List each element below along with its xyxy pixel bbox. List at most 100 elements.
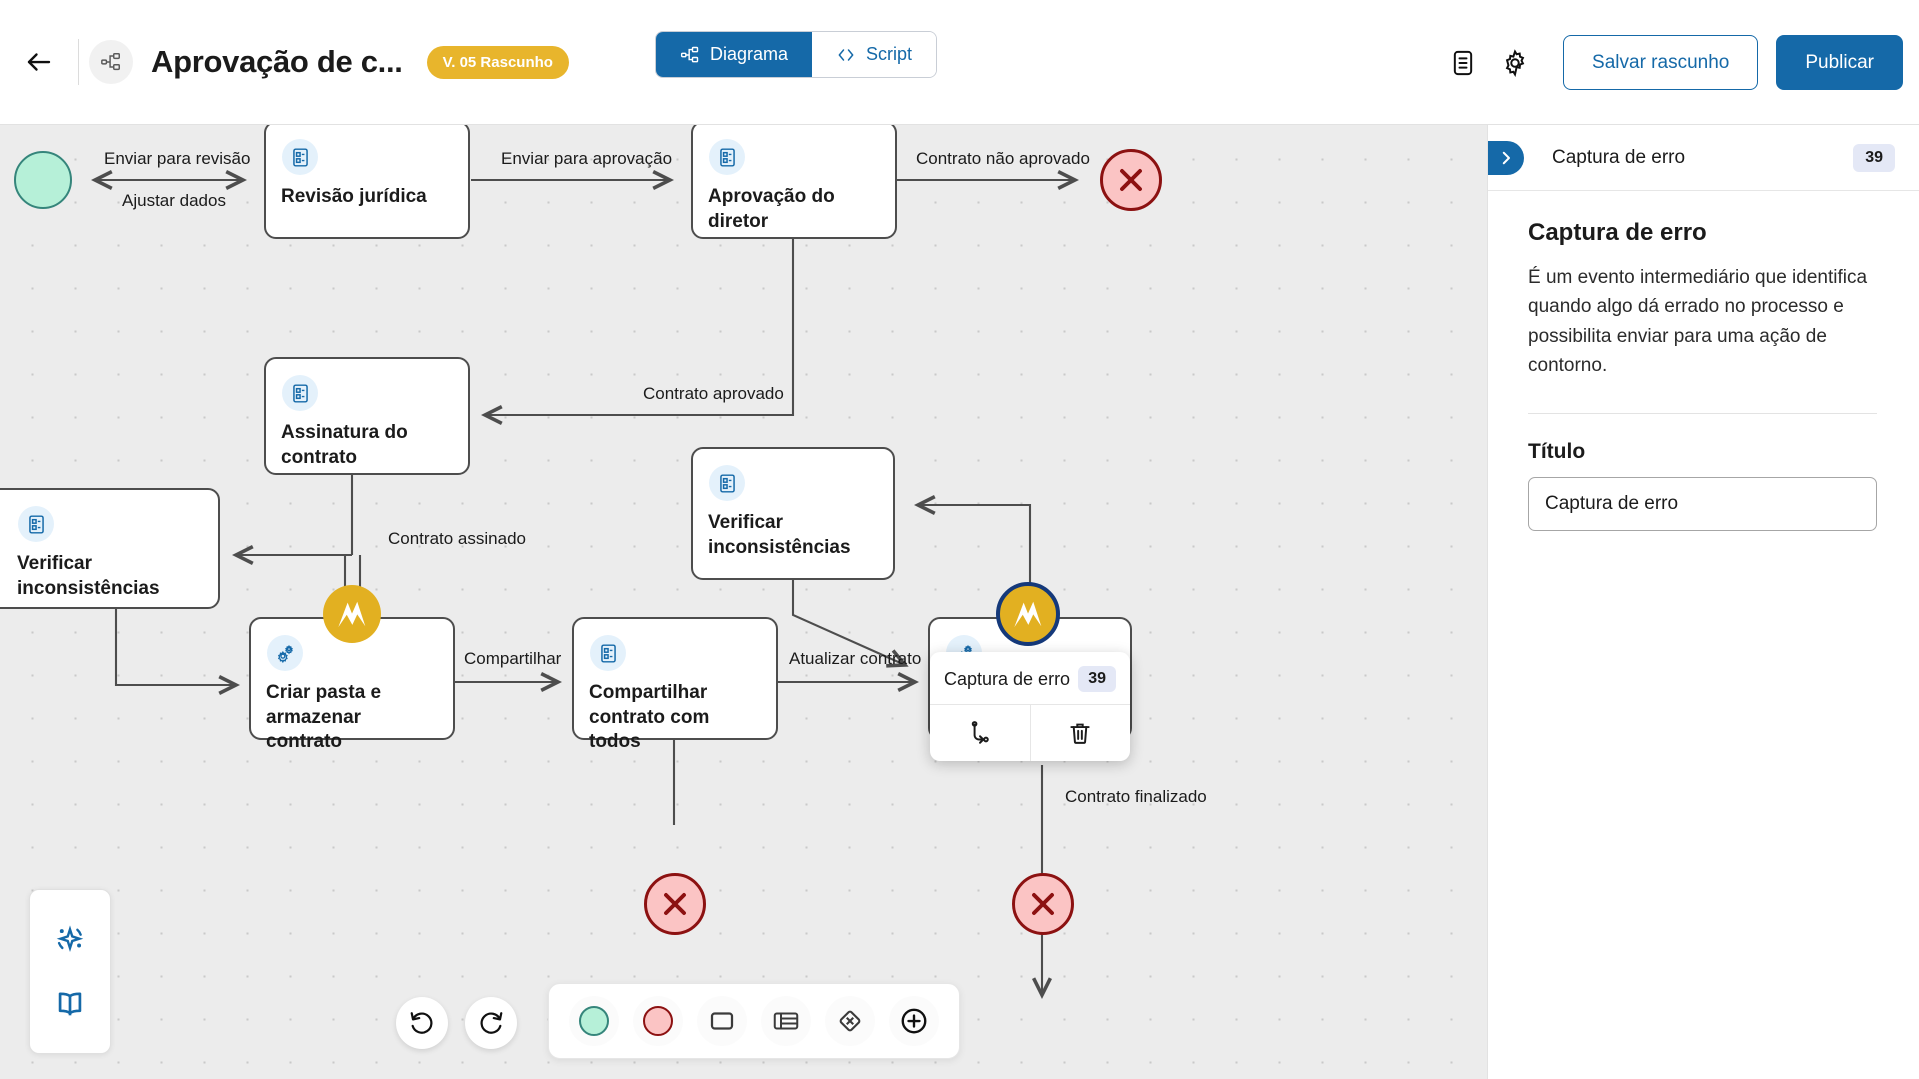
- gear-icon: [1505, 48, 1525, 77]
- app-header: Aprovação de c... V. 05 Rascunho Diagram…: [0, 0, 1919, 125]
- edge-label-enviar-aprovacao: Enviar para aprovação: [501, 149, 673, 168]
- edge-label-compartilhar: Compartilhar: [464, 649, 562, 668]
- lane-icon: [773, 1012, 799, 1030]
- task-label: Verificar inconsistências: [17, 553, 160, 599]
- sidebar-description: É um evento intermediário que identifica…: [1528, 267, 1868, 377]
- publish-button[interactable]: Publicar: [1776, 35, 1903, 90]
- node-context-menu[interactable]: Captura de erro 39: [930, 652, 1130, 761]
- start-event-node[interactable]: [14, 151, 72, 209]
- settings-button[interactable]: [1489, 37, 1541, 89]
- tab-diagrama[interactable]: Diagrama: [656, 32, 813, 77]
- error-event-node-2-selected[interactable]: [996, 582, 1060, 646]
- form-icon: [292, 147, 308, 167]
- document-icon: [1453, 50, 1473, 75]
- properties-sidebar: Captura de erro 39 Captura de erro É um …: [1487, 125, 1919, 1079]
- tab-diagrama-label: Diagrama: [710, 44, 789, 64]
- form-icon-wrap: [590, 635, 626, 671]
- context-menu-title: Captura de erro: [944, 668, 1071, 689]
- document-button[interactable]: [1437, 37, 1489, 89]
- task-label: Verificar inconsistências: [708, 512, 851, 558]
- task-node-verificar-esquerda[interactable]: Verificar inconsistências: [0, 488, 220, 609]
- task-label: Aprovação do diretor: [708, 186, 835, 232]
- palette-gateway-button[interactable]: [825, 996, 875, 1046]
- task-node-aprovacao-diretor[interactable]: Aprovação do diretor: [691, 125, 897, 239]
- palette-add-button[interactable]: [889, 996, 939, 1046]
- context-menu-actions: [930, 705, 1130, 761]
- form-icon: [719, 473, 735, 493]
- palette-task-button[interactable]: [697, 996, 747, 1046]
- gears-icon: [277, 644, 293, 663]
- header-actions: Salvar rascunho Publicar: [1437, 0, 1903, 125]
- canvas-left-panel: [29, 889, 111, 1054]
- book-icon: [58, 992, 82, 1016]
- chevron-right-icon: [1502, 151, 1510, 164]
- sidebar-header: Captura de erro 39: [1488, 125, 1919, 191]
- edge-label-contrato-finalizado: Contrato finalizado: [1065, 787, 1207, 806]
- form-icon: [600, 643, 616, 663]
- context-menu-header: Captura de erro 39: [930, 652, 1130, 705]
- branch-action-button[interactable]: [930, 705, 1030, 761]
- sitemap-icon: [680, 46, 699, 62]
- task-rect-icon: [710, 1012, 734, 1030]
- palette-end-event-button[interactable]: [633, 996, 683, 1046]
- back-button[interactable]: [10, 33, 68, 91]
- task-node-assinatura[interactable]: Assinatura do contrato: [264, 357, 470, 475]
- save-draft-button[interactable]: Salvar rascunho: [1563, 35, 1759, 90]
- form-icon: [28, 514, 44, 534]
- form-icon-wrap: [282, 139, 318, 175]
- sidebar-divider: [1528, 412, 1877, 414]
- gateway-x-icon: [839, 1010, 861, 1032]
- end-event-node-bottom-left[interactable]: [644, 873, 706, 935]
- form-icon-wrap: [709, 139, 745, 175]
- edge-label-ajustar-dados: Ajustar dados: [122, 191, 226, 210]
- process-avatar: [89, 40, 133, 84]
- task-label: Compartilhar contrato com todos: [589, 682, 710, 753]
- tab-script[interactable]: Script: [812, 32, 937, 77]
- undo-icon: [410, 1012, 433, 1034]
- error-event-node-1[interactable]: [323, 585, 381, 643]
- redo-button[interactable]: [465, 997, 517, 1049]
- close-icon: [1120, 169, 1142, 191]
- form-icon: [719, 147, 735, 167]
- diagram-edges: [91, 170, 1079, 999]
- edge-label-atualizar-contrato: Atualizar contrato: [789, 649, 922, 668]
- palette-lane-button[interactable]: [761, 996, 811, 1046]
- end-event-node-bottom-right[interactable]: [1012, 873, 1074, 935]
- ai-assistant-button[interactable]: [53, 922, 87, 956]
- shape-palette: [548, 983, 960, 1059]
- undo-redo-group: [396, 997, 517, 1049]
- diagram-canvas[interactable]: Revisão jurídica Aprovação do diretor As…: [0, 125, 1487, 1079]
- form-icon-wrap: [709, 465, 745, 501]
- view-tab-group: Diagrama Script: [655, 31, 938, 78]
- task-label: Assinatura do contrato: [281, 422, 408, 468]
- arrow-left-icon: [27, 53, 51, 71]
- undo-button[interactable]: [396, 997, 448, 1049]
- error-bolt-icon: [338, 601, 366, 628]
- branch-icon: [971, 721, 989, 744]
- documentation-button[interactable]: [53, 987, 87, 1021]
- task-label: Criar pasta e armazenar contrato: [266, 682, 382, 753]
- sidebar-collapse-button[interactable]: [1488, 140, 1524, 175]
- edge-label-contrato-assinado: Contrato assinado: [388, 529, 526, 548]
- context-menu-badge: 39: [1078, 666, 1116, 692]
- titulo-input[interactable]: [1528, 476, 1877, 531]
- palette-start-event-button[interactable]: [569, 996, 619, 1046]
- form-icon-wrap: [282, 375, 318, 411]
- form-icon-wrap: [18, 506, 54, 542]
- close-icon: [664, 893, 686, 915]
- sidebar-header-badge: 39: [1853, 143, 1895, 172]
- edge-label-contrato-nao-aprovado: Contrato não aprovado: [916, 149, 1090, 168]
- task-node-compartilhar[interactable]: Compartilhar contrato com todos: [572, 617, 778, 752]
- code-icon: [838, 48, 854, 61]
- plus-circle-icon: [901, 1008, 927, 1034]
- task-node-revisao-juridica[interactable]: Revisão jurídica: [264, 125, 470, 239]
- sitemap-icon: [101, 53, 120, 71]
- end-event-node[interactable]: [1100, 149, 1162, 211]
- edge-label-enviar-revisao: Enviar para revisão: [104, 149, 251, 168]
- form-icon: [292, 383, 308, 403]
- delete-action-button[interactable]: [1029, 705, 1131, 761]
- sparkle-ai-icon: [56, 925, 84, 952]
- start-event-icon: [579, 1006, 609, 1036]
- task-node-verificar-direita[interactable]: Verificar inconsistências: [691, 447, 895, 580]
- tab-script-label: Script: [866, 44, 913, 64]
